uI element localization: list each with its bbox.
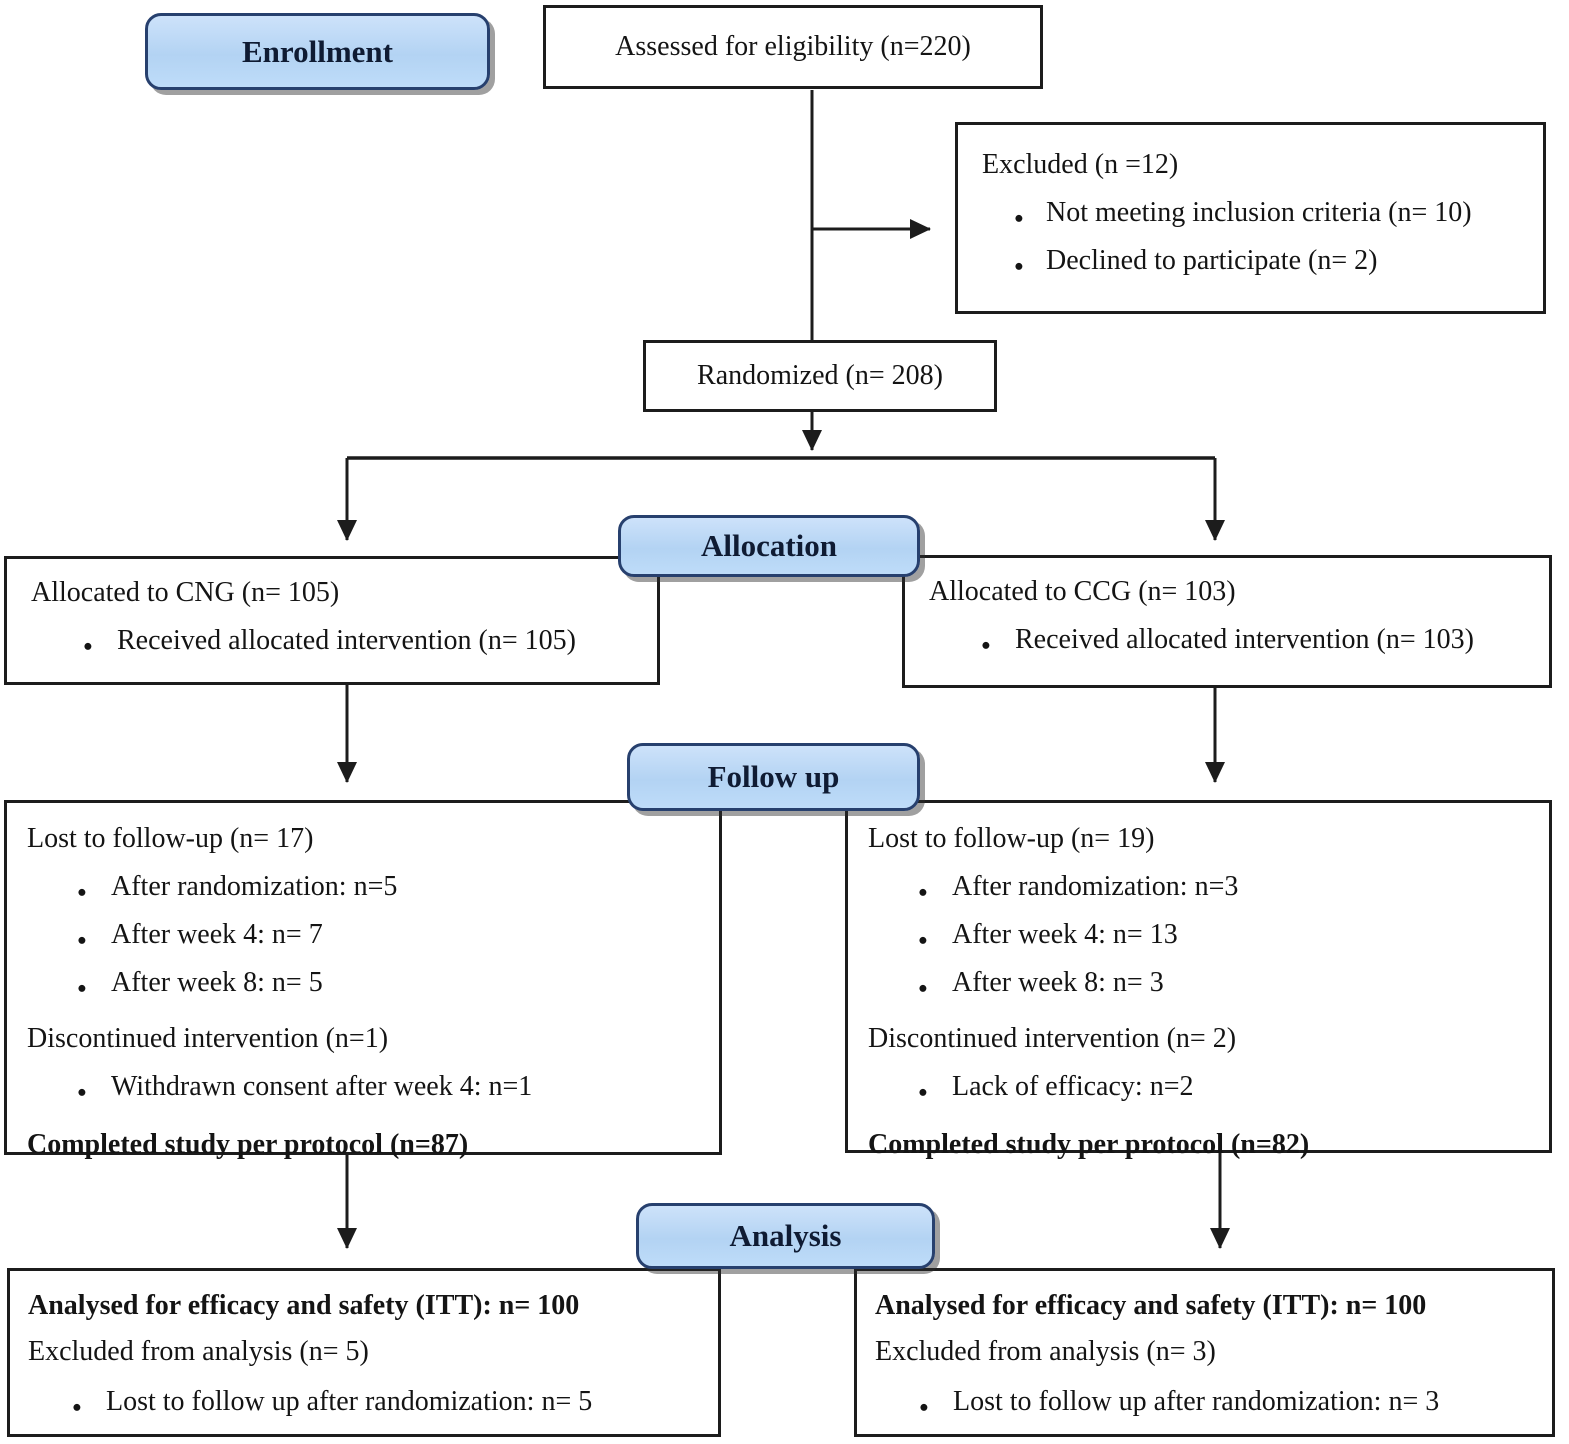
followup-cng-lost-bullet: After week 8: n= 5 bbox=[27, 965, 713, 1006]
followup-ccg-discontinued-bullet: Lack of efficacy: n=2 bbox=[868, 1069, 1543, 1110]
analysis-cng-bullet: Lost to follow up after randomization: n… bbox=[28, 1383, 712, 1426]
box-allocated-ccg: Allocated to CCG (n= 103) Received alloc… bbox=[902, 555, 1552, 688]
stage-pill-analysis: Analysis bbox=[636, 1203, 935, 1269]
box-followup-cng: Lost to follow-up (n= 17) After randomiz… bbox=[4, 800, 722, 1160]
followup-ccg-lost-bullet: After week 8: n= 3 bbox=[868, 965, 1543, 1006]
followup-cng-discontinued-title: Discontinued intervention (n=1) bbox=[27, 1023, 389, 1054]
allocated-ccg-title: Allocated to CCG (n= 103) bbox=[929, 576, 1236, 607]
excluded-title: Excluded (n =12) bbox=[982, 149, 1179, 180]
followup-cng-completed: Completed study per protocol (n=87) bbox=[27, 1129, 469, 1160]
stage-pill-allocation: Allocation bbox=[618, 515, 920, 577]
box-assessed-eligibility: Assessed for eligibility (n=220) bbox=[543, 5, 1043, 89]
allocated-cng-bullet: Received allocated intervention (n= 105) bbox=[31, 623, 651, 664]
box-excluded: Excluded (n =12) Not meeting inclusion c… bbox=[955, 122, 1546, 314]
stage-label-allocation: Allocation bbox=[700, 528, 838, 563]
excluded-bullet: Declined to participate (n= 2) bbox=[982, 243, 1535, 284]
followup-cng-lost-bullet: After randomization: n=5 bbox=[27, 869, 713, 910]
stage-label-analysis: Analysis bbox=[729, 1218, 842, 1253]
assessed-text: Assessed for eligibility (n=220) bbox=[615, 31, 971, 62]
analysis-ccg-excluded: Excluded from analysis (n= 3) bbox=[875, 1336, 1216, 1367]
followup-ccg-completed: Completed study per protocol (n=82) bbox=[868, 1129, 1310, 1160]
followup-cng-lost-bullet: After week 4: n= 7 bbox=[27, 917, 713, 958]
allocated-cng-title: Allocated to CNG (n= 105) bbox=[31, 577, 340, 608]
randomized-text: Randomized (n= 208) bbox=[697, 360, 943, 391]
box-randomized: Randomized (n= 208) bbox=[643, 340, 997, 412]
stage-label-enrollment: Enrollment bbox=[242, 33, 393, 69]
analysis-cng-excluded: Excluded from analysis (n= 5) bbox=[28, 1336, 369, 1367]
analysis-cng-analysed: Analysed for efficacy and safety (ITT): … bbox=[28, 1290, 580, 1321]
box-analysis-cng: Analysed for efficacy and safety (ITT): … bbox=[7, 1268, 721, 1437]
stage-label-follow-up: Follow up bbox=[707, 759, 840, 794]
followup-ccg-lost-bullet: After randomization: n=3 bbox=[868, 869, 1543, 910]
excluded-bullet: Not meeting inclusion criteria (n= 10) bbox=[982, 195, 1535, 236]
analysis-ccg-analysed: Analysed for efficacy and safety (ITT): … bbox=[875, 1290, 1427, 1321]
stage-pill-follow-up: Follow up bbox=[627, 743, 920, 811]
stage-pill-enrollment: Enrollment bbox=[145, 13, 490, 90]
followup-ccg-lost-title: Lost to follow-up (n= 19) bbox=[868, 823, 1155, 854]
followup-ccg-lost-bullet: After week 4: n= 13 bbox=[868, 917, 1543, 958]
followup-cng-discontinued-bullet: Withdrawn consent after week 4: n=1 bbox=[27, 1069, 713, 1110]
box-analysis-ccg: Analysed for efficacy and safety (ITT): … bbox=[854, 1268, 1555, 1437]
box-followup-ccg: Lost to follow-up (n= 19) After randomiz… bbox=[845, 800, 1552, 1160]
followup-cng-lost-title: Lost to follow-up (n= 17) bbox=[27, 823, 314, 854]
box-allocated-cng: Allocated to CNG (n= 105) Received alloc… bbox=[4, 556, 660, 685]
allocated-ccg-bullet: Received allocated intervention (n= 103) bbox=[929, 622, 1543, 663]
analysis-ccg-bullet: Lost to follow up after randomization: n… bbox=[875, 1383, 1546, 1426]
followup-ccg-discontinued-title: Discontinued intervention (n= 2) bbox=[868, 1023, 1237, 1054]
